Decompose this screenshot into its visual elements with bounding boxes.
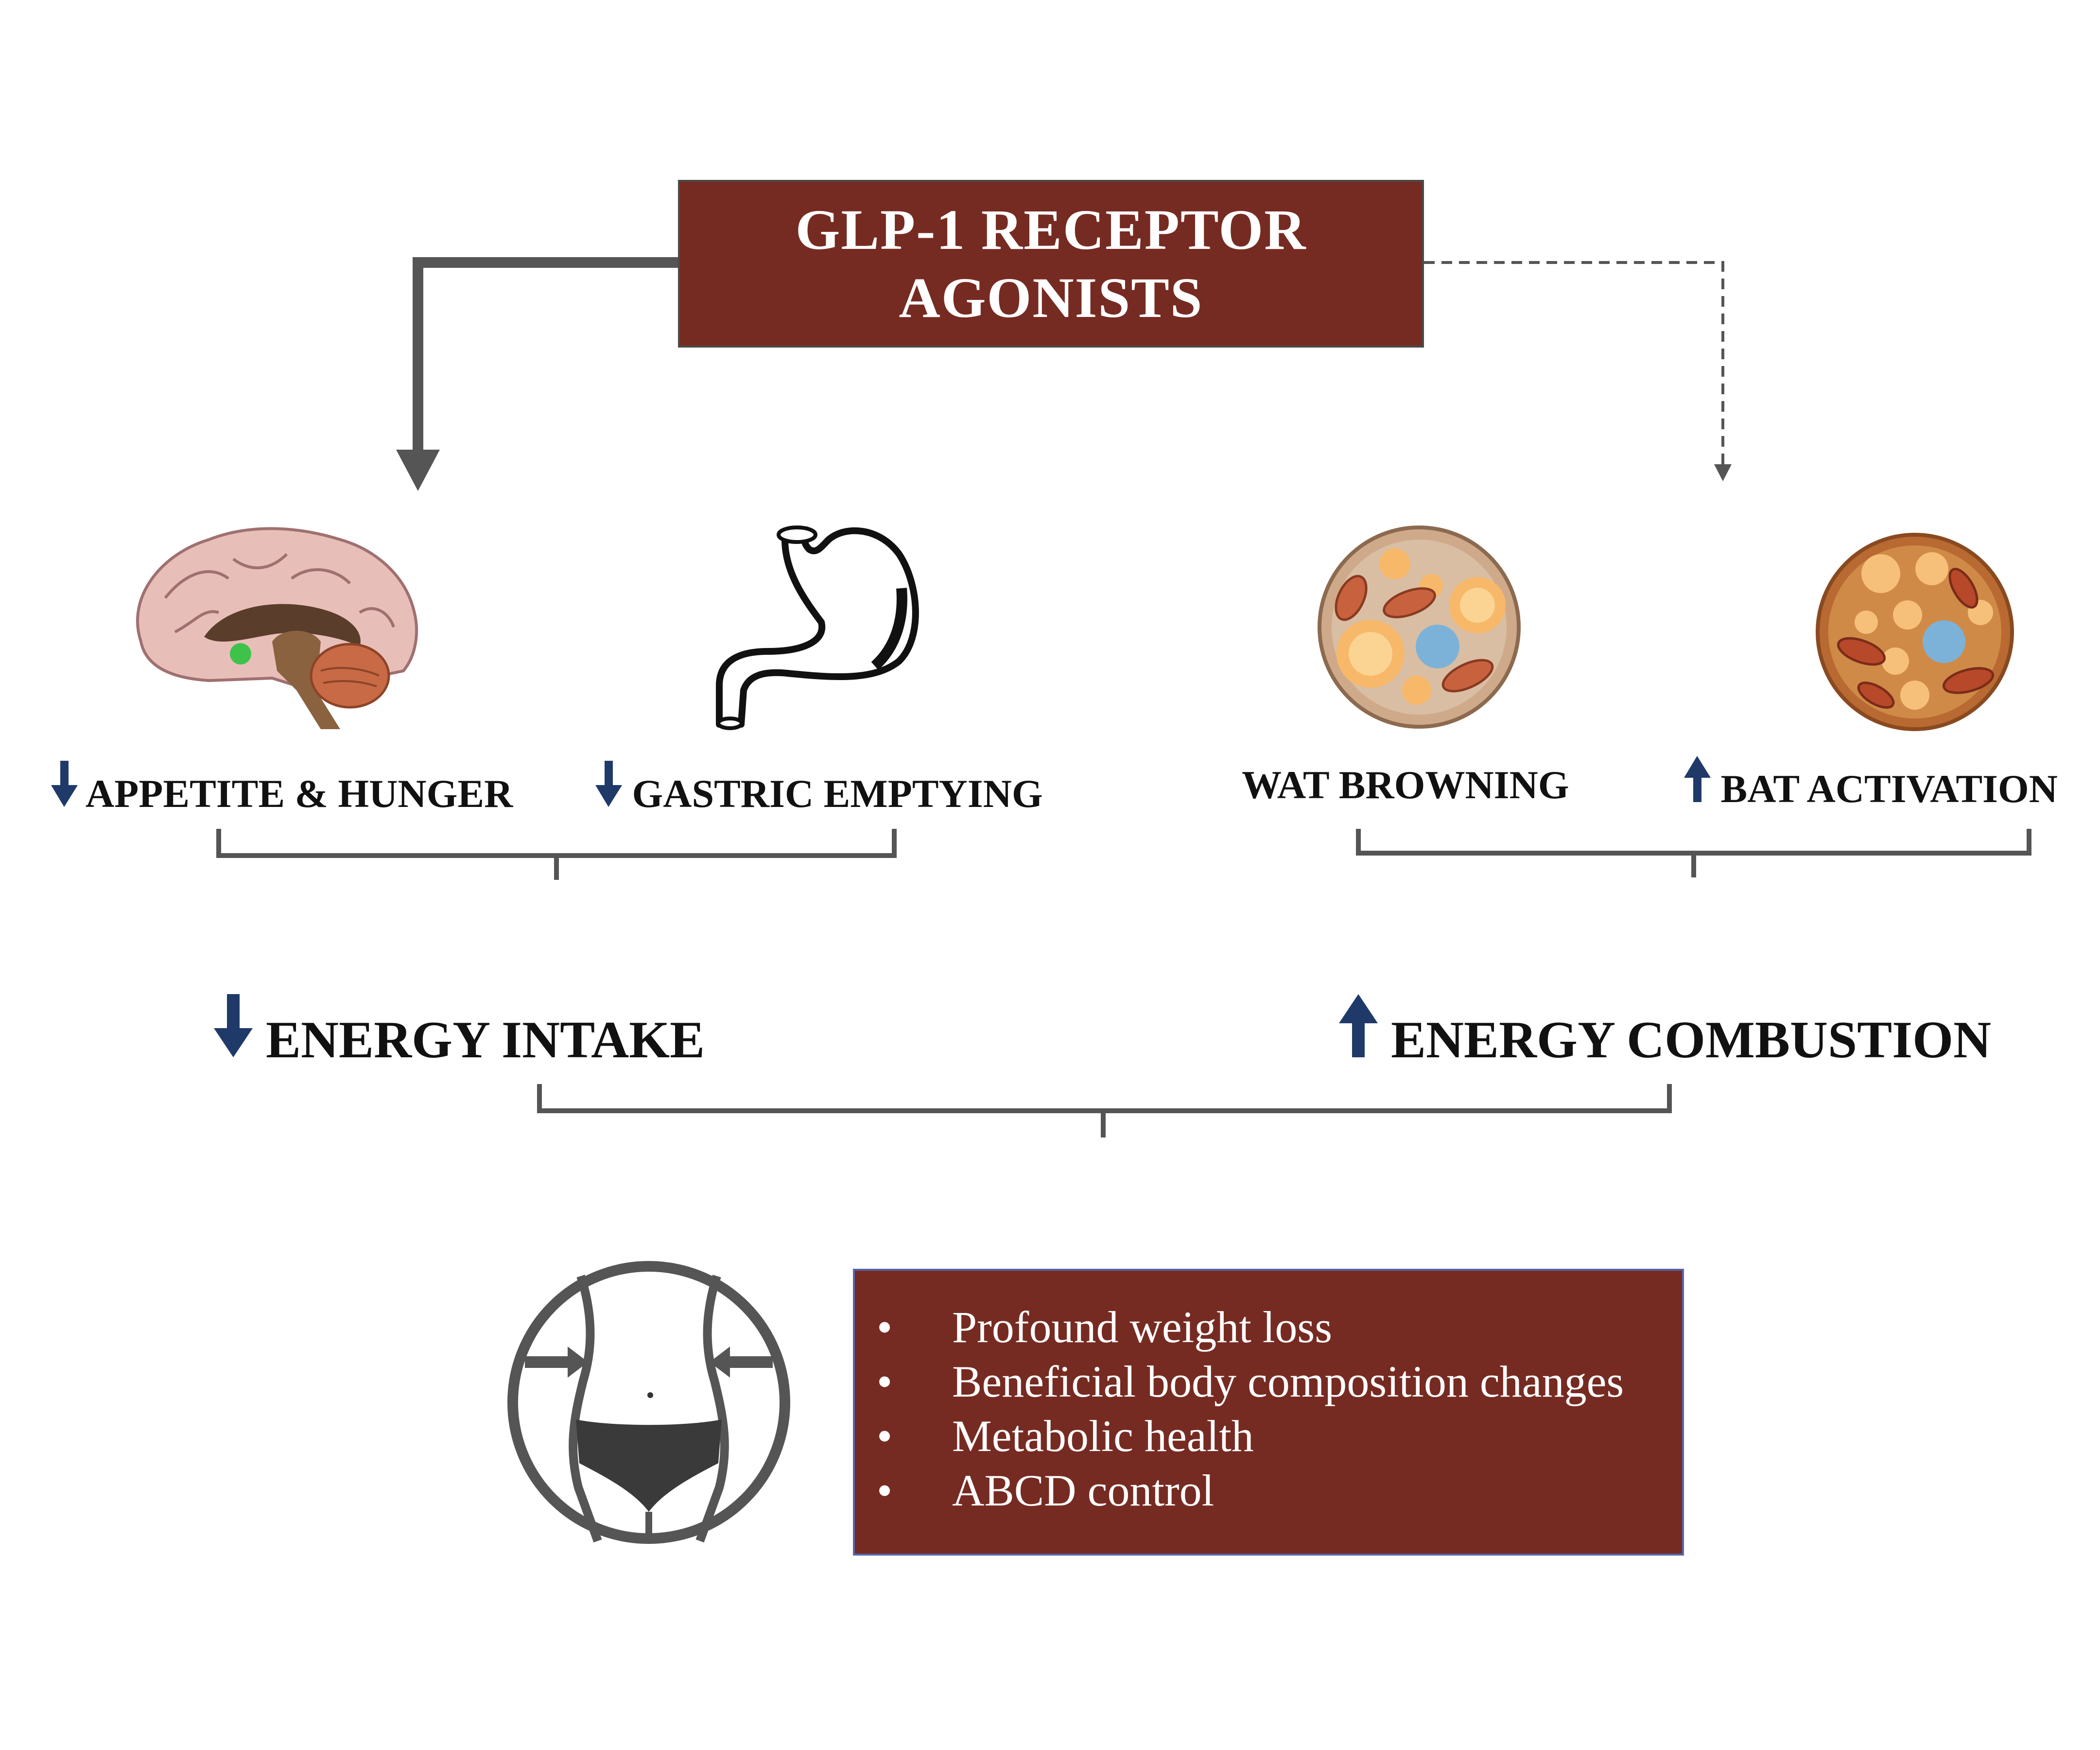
title-line-2: AGONISTS xyxy=(899,265,1203,330)
gastric-emptying-text: GASTRIC EMPTYING xyxy=(632,771,1043,816)
dashed-connector-arrow xyxy=(1424,261,1732,481)
energy-intake-label: ENERGY INTAKE xyxy=(214,994,705,1072)
energy-intake-text: ENERGY INTAKE xyxy=(266,1011,705,1069)
wat-browning-label: WAT BROWNING xyxy=(1242,761,1569,809)
energy-combustion-label: ENERGY COMBUSTION xyxy=(1339,994,1991,1072)
white-adipocyte-icon xyxy=(1318,525,1521,729)
bullet: • xyxy=(877,1466,893,1515)
glp1-title-box: GLP-1 RECEPTOR AGONISTS xyxy=(678,180,1424,348)
bullet: • xyxy=(877,1302,893,1352)
results-box: • Profound weight loss • Beneficial body c… xyxy=(853,1269,1684,1556)
solid-connector-arrow xyxy=(396,257,678,491)
list-item: • Profound weight loss xyxy=(855,1300,1682,1354)
result-text: ABCD control xyxy=(952,1466,1215,1515)
bat-activation-text: BAT ACTIVATION xyxy=(1720,767,2058,811)
list-item: • ABCD control xyxy=(855,1463,1682,1518)
bracket-right-effects xyxy=(1356,829,2031,877)
appetite-hunger-label: APPETITE & HUNGER xyxy=(51,761,513,818)
energy-combustion-text: ENERGY COMBUSTION xyxy=(1391,1011,1992,1069)
waist-slimming-icon xyxy=(507,1261,790,1544)
list-item: • Metabolic health xyxy=(855,1409,1682,1463)
gastric-emptying-label: GASTRIC EMPTYING xyxy=(595,761,1043,818)
appetite-hunger-text: APPETITE & HUNGER xyxy=(85,771,513,816)
result-text: Metabolic health xyxy=(952,1411,1254,1461)
up-arrow-icon xyxy=(1684,756,1711,813)
down-arrow-icon xyxy=(595,761,622,818)
bullet: • xyxy=(877,1357,893,1406)
title-line-1: GLP-1 RECEPTOR xyxy=(795,197,1307,262)
stomach-icon xyxy=(716,525,919,730)
up-arrow-icon xyxy=(1339,994,1378,1072)
results-list: • Profound weight loss • Beneficial body c… xyxy=(855,1300,1682,1518)
result-text: Profound weight loss xyxy=(952,1302,1332,1352)
down-arrow-icon xyxy=(214,994,253,1072)
brown-adipocyte-icon xyxy=(1816,533,2014,731)
down-arrow-icon xyxy=(51,761,78,818)
result-text: Beneficial body composition changes xyxy=(952,1357,1624,1406)
bat-activation-label: BAT ACTIVATION xyxy=(1684,756,2058,813)
bullet: • xyxy=(877,1411,893,1461)
bracket-outcomes xyxy=(537,1084,1672,1138)
bracket-left-effects xyxy=(216,829,897,880)
brain-icon xyxy=(136,527,418,729)
wat-browning-text: WAT BROWNING xyxy=(1242,763,1569,807)
list-item: • Beneficial body composition changes xyxy=(855,1354,1682,1409)
